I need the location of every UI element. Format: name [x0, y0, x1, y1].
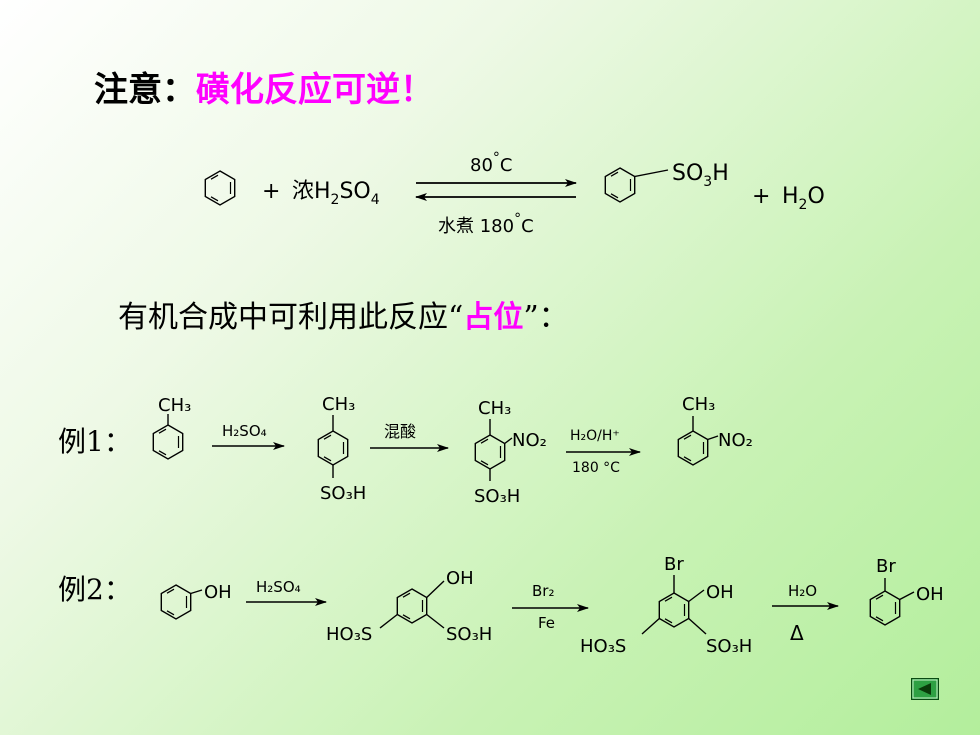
no2-label: NO₂ [512, 430, 547, 451]
forward-condition: 80°C [470, 150, 512, 176]
ch3-label: CH₃ [478, 398, 511, 419]
product-group: SO3H [672, 161, 729, 190]
so3h-label: SO₃H [320, 483, 366, 504]
ex1-step3-top: H₂O/H⁺ [570, 428, 620, 444]
ex2-step3-top: H₂O [788, 582, 817, 600]
ex1-step2: 混酸 [384, 422, 416, 441]
oh-label: OH [446, 568, 474, 589]
so3h-label: SO₃H [474, 486, 520, 507]
ch3-label: CH₃ [322, 394, 355, 415]
p-toluenesulfonic-acid: CH₃ SO₃H [317, 394, 366, 504]
reverse-condition: 水煮 180°C [438, 211, 534, 237]
bromophenol-disulfonic-acid: Br OH SO₃H HO₃S [580, 554, 752, 657]
oh-label: OH [706, 582, 734, 603]
water-product: H2O [782, 184, 825, 213]
ex2-step2-bottom: Fe [538, 614, 555, 632]
br-label: Br [664, 554, 684, 575]
o-nitrotoluene: CH₃ NO₂ [677, 394, 753, 466]
ho3s-label: HO₃S [580, 636, 626, 657]
slide-subtitle: 有机合成中可利用此反应“占位”： [118, 292, 569, 336]
subtitle-text: 有机合成中可利用此反应“ [118, 300, 464, 335]
ch3-label: CH₃ [158, 395, 191, 416]
subtitle-highlight: 占位 [463, 300, 524, 335]
so3h-label: SO₃H [706, 636, 752, 657]
nitro-toluenesulfonic-acid: CH₃ NO₂ SO₃H [474, 398, 547, 507]
so3h-label: SO₃H [446, 624, 492, 645]
reaction-plus-1: + [262, 179, 280, 204]
phenol: OH [160, 582, 232, 620]
equilibrium-arrows [415, 179, 577, 201]
o-bromophenol: Br OH [869, 556, 944, 626]
slide-title: 注意：磺化反应可逆！ [94, 62, 434, 111]
benzene-reactant [204, 170, 236, 206]
phenol-disulfonic-acid: OH SO₃H HO₃S [326, 568, 492, 645]
ho3s-label: HO₃S [326, 624, 372, 645]
toluene: CH₃ [152, 395, 191, 460]
example2-label: 例2： [58, 573, 132, 606]
title-highlight: 磺化反应可逆！ [196, 70, 434, 110]
ex2-step1: H₂SO₄ [256, 578, 301, 596]
reaction-plus-2: + [752, 184, 770, 209]
reagent-text: 浓H2SO4 [292, 179, 380, 208]
no2-label: NO₂ [718, 430, 753, 451]
subtitle-suffix: ”： [523, 300, 569, 335]
benzenesulfonic-acid-product: SO3H [604, 161, 729, 203]
oh-label: OH [916, 584, 944, 605]
back-triangle-icon[interactable] [911, 678, 939, 700]
oh-label: OH [204, 582, 232, 603]
example1-label: 例1： [58, 425, 132, 458]
ex2-step2-top: Br₂ [532, 582, 554, 600]
ex1-step3-bottom: 180 °C [572, 460, 620, 476]
ex1-step1: H₂SO₄ [222, 422, 267, 440]
ch3-label: CH₃ [682, 394, 715, 415]
ex2-step3-bottom: Δ [790, 621, 804, 645]
br-label: Br [876, 556, 896, 577]
title-prefix: 注意： [94, 70, 196, 110]
